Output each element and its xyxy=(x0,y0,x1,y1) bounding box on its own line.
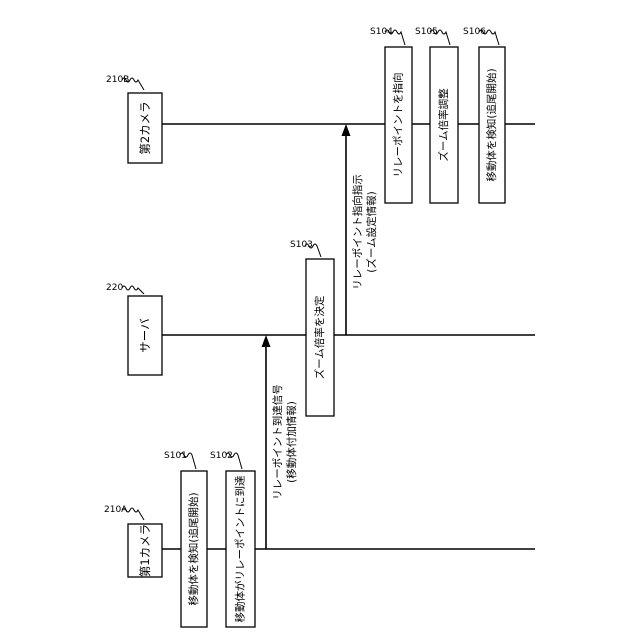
step-s101-label: 移動体を検知(追尾開始) xyxy=(187,492,200,605)
s104-ref: S104 xyxy=(370,27,393,37)
camera1-ref: 210A xyxy=(104,505,128,515)
server-ref-leader xyxy=(122,286,144,294)
relay-direction-label-line1: リレーポイント指向指示 xyxy=(351,174,364,290)
s103-ref: S103 xyxy=(290,240,313,250)
camera2-ref: 210B xyxy=(106,75,129,85)
step-s106-label: 移動体を検知(追尾開始) xyxy=(485,68,498,181)
step-s102-label: 移動体がリレーポイントに到達 xyxy=(234,475,247,622)
camera2-label: 第2カメラ xyxy=(138,101,152,154)
s106-ref: S106 xyxy=(463,27,486,37)
step-s104-label: リレーポイントを指向 xyxy=(392,73,405,178)
relay-arrival-arrowhead xyxy=(262,335,271,347)
server-label: サーバ xyxy=(138,318,152,353)
relay-arrival-label-line2: (移動体付加情報) xyxy=(285,401,298,483)
s101-ref: S101 xyxy=(164,451,187,461)
step-s103-label: ズーム倍率を決定 xyxy=(313,295,326,379)
relay-direction-arrowhead xyxy=(342,124,351,136)
relay-direction-label-line2: (ズーム設定情報) xyxy=(365,191,378,272)
s102-ref: S102 xyxy=(210,451,233,461)
camera1-label: 第1カメラ xyxy=(138,524,152,577)
server-ref: 220 xyxy=(106,283,123,293)
relay-arrival-label-line1: リレーポイント到達信号 xyxy=(272,384,284,500)
s105-ref: S105 xyxy=(415,27,438,37)
step-s105-label: ズーム倍率調整 xyxy=(437,88,450,162)
